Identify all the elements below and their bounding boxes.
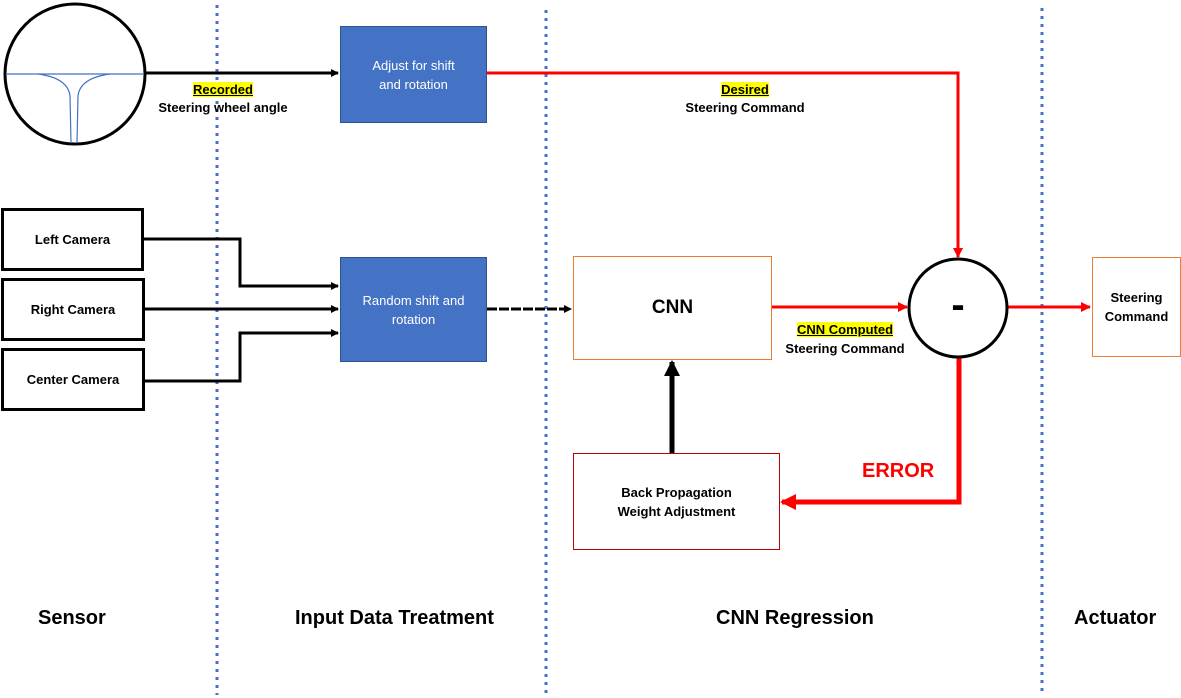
subtract-symbol: - (938, 280, 978, 330)
left-camera-label: Left Camera (34, 232, 111, 247)
steering-wheel-icon (3, 2, 147, 146)
center-camera-label: Center Camera (26, 372, 120, 387)
adjust-box-label: Adjust for shift and rotation (372, 57, 455, 92)
error-label: ERROR (862, 460, 934, 483)
error-text: ERROR (862, 460, 935, 482)
recorded-label: Recorded Steering wheel angle (150, 81, 296, 117)
cnn-label: CNN (651, 297, 694, 318)
recorded-highlight: Recorded (193, 82, 253, 97)
random-shift-label: Random shift and rotation (362, 292, 465, 327)
arrow-desired (487, 71, 963, 258)
left-camera-box: Left Camera (1, 208, 144, 271)
subtract-node (907, 257, 1009, 359)
section-actuator: Actuator (1074, 607, 1157, 629)
desired-label: Desired Steering Command (670, 81, 820, 117)
cnn-computed-sub-label: Steering Command (785, 341, 905, 356)
cnn-computed-highlight: CNN Computed (796, 322, 894, 337)
steering-command-box: Steering Command (1092, 257, 1181, 357)
section-sensor: Sensor (38, 607, 106, 629)
arrow-left-camera (143, 237, 339, 290)
subtract-symbol-text: - (951, 283, 965, 327)
cnn-computed-label: CNN Computed Steering Command (770, 320, 920, 358)
backprop-box: Back Propagation Weight Adjustment (573, 453, 780, 550)
steering-command-label: Steering Command (1104, 290, 1169, 324)
adjust-box: Adjust for shift and rotation (340, 26, 487, 123)
random-shift-box: Random shift and rotation (340, 257, 487, 362)
desired-sub-label: Steering Command (685, 100, 805, 115)
desired-highlight: Desired (721, 82, 769, 97)
section-input-data-treatment: Input Data Treatment (295, 607, 494, 629)
backprop-label: Back Propagation Weight Adjustment (617, 484, 736, 519)
arrow-error (780, 358, 962, 510)
center-camera-box: Center Camera (1, 348, 145, 411)
right-camera-label: Right Camera (30, 302, 116, 317)
arrow-center-camera (145, 329, 339, 383)
section-cnn-regression: CNN Regression (716, 607, 874, 629)
right-camera-box: Right Camera (1, 278, 145, 341)
cnn-box: CNN (573, 256, 772, 360)
steering-angle-label: Steering wheel angle (158, 100, 288, 115)
